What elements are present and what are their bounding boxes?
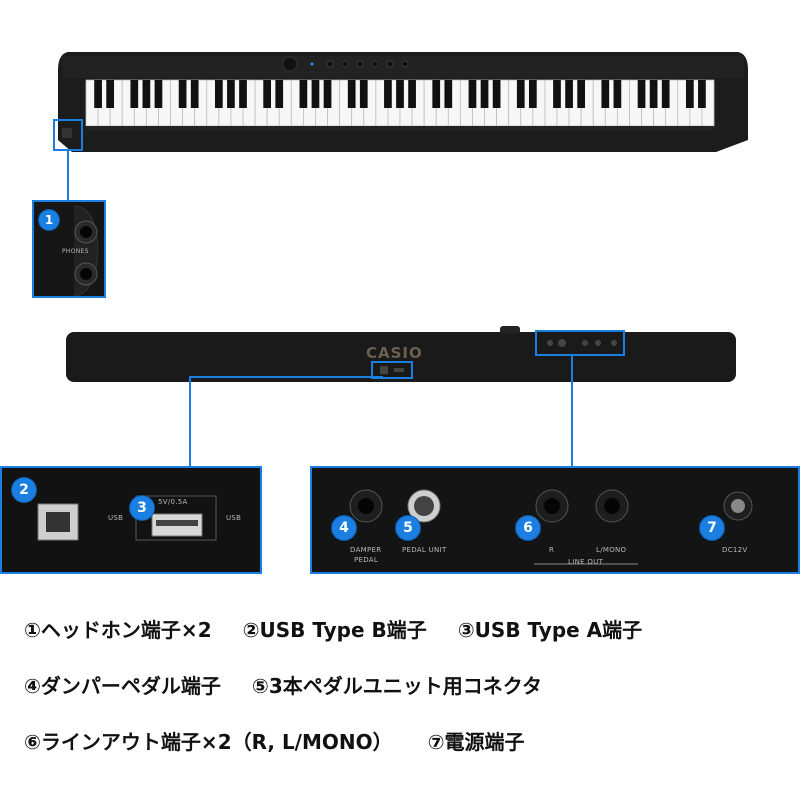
desc-power: ⑦電源端子 <box>427 730 525 754</box>
desc-pedal-unit: ⑤3本ペダルユニット用コネクタ <box>251 674 542 698</box>
damper-label-2: PEDAL <box>354 556 379 564</box>
black-key <box>323 80 332 108</box>
black-key <box>553 80 561 108</box>
black-key <box>432 80 441 108</box>
desc-damper: ④ダンパーペダル端子 <box>24 674 221 698</box>
jacks-inset: DAMPER PEDAL PEDAL UNIT R L/MONO LINE OU… <box>310 466 800 574</box>
black-key <box>384 80 392 108</box>
callout-line-jacks-v <box>571 354 573 466</box>
black-key <box>468 80 477 108</box>
black-key <box>263 80 272 108</box>
black-key <box>577 80 586 108</box>
black-key <box>214 80 223 108</box>
black-key <box>106 80 115 108</box>
black-key <box>613 80 622 108</box>
black-key <box>516 80 525 108</box>
black-key <box>444 80 453 108</box>
badge-5: 5 <box>396 516 420 540</box>
black-key <box>178 80 187 108</box>
black-key <box>239 80 247 108</box>
desc-phones: ①ヘッドホン端子×2 <box>24 618 212 642</box>
dc-label: DC12V <box>722 546 748 554</box>
desc-line-out: ⑥ラインアウト端子×2（R, L/MONO） <box>24 730 393 754</box>
brand-logo: CASIO <box>366 344 423 362</box>
usb-a-label: USB <box>226 514 242 522</box>
badge-4: 4 <box>332 516 356 540</box>
line-r-label: R <box>549 546 555 554</box>
line-out-label: LINE OUT <box>568 558 604 566</box>
piano-rear-view <box>66 326 736 382</box>
usb-b-label: USB <box>108 514 124 522</box>
line-lmono-label: L/MONO <box>596 546 627 554</box>
black-key <box>227 80 235 108</box>
black-key <box>142 80 151 108</box>
desc-usb-b: ②USB Type B端子 <box>242 618 427 642</box>
badge-3: 3 <box>130 496 154 520</box>
black-key <box>480 80 489 108</box>
black-key <box>528 80 537 108</box>
black-key <box>565 80 573 108</box>
usb-rating-label: 5V/0.5A <box>158 498 188 506</box>
description-row-2: ④ダンパーペダル端子 ⑤3本ペダルユニット用コネクタ <box>24 670 542 699</box>
black-key <box>685 80 694 108</box>
description-row-3: ⑥ラインアウト端子×2（R, L/MONO） ⑦電源端子 <box>24 726 525 755</box>
black-key <box>637 80 646 108</box>
black-key <box>661 80 670 108</box>
black-key <box>311 80 320 108</box>
damper-label-1: DAMPER <box>350 546 382 554</box>
black-key <box>396 80 404 108</box>
badge-6: 6 <box>516 516 540 540</box>
black-key <box>190 80 199 108</box>
piano-front-view <box>53 52 748 152</box>
black-key <box>698 80 706 108</box>
black-key <box>492 80 501 108</box>
callout-line-usb-h <box>189 376 383 378</box>
black-key <box>601 80 610 108</box>
black-key <box>130 80 139 108</box>
badge-2: 2 <box>12 478 36 502</box>
black-key <box>154 80 163 108</box>
usb-inset: USB USB 5V/0.5A 2 3 <box>0 466 262 574</box>
badge-1: 1 <box>39 210 59 230</box>
pedal-unit-label: PEDAL UNIT <box>402 546 447 554</box>
black-key <box>347 80 356 108</box>
desc-usb-a: ③USB Type A端子 <box>457 618 643 642</box>
black-key <box>94 80 102 108</box>
phones-label: PHONES <box>62 248 89 255</box>
callout-line-phones <box>67 150 69 202</box>
black-key <box>275 80 284 108</box>
black-key <box>649 80 658 108</box>
badge-7: 7 <box>700 516 724 540</box>
phones-inset: PHONES 1 <box>32 200 106 298</box>
black-key <box>299 80 308 108</box>
black-key <box>359 80 368 108</box>
callout-line-usb-v <box>189 376 191 466</box>
description-row-1: ①ヘッドホン端子×2 ②USB Type B端子 ③USB Type A端子 <box>24 614 642 643</box>
black-key <box>408 80 416 108</box>
